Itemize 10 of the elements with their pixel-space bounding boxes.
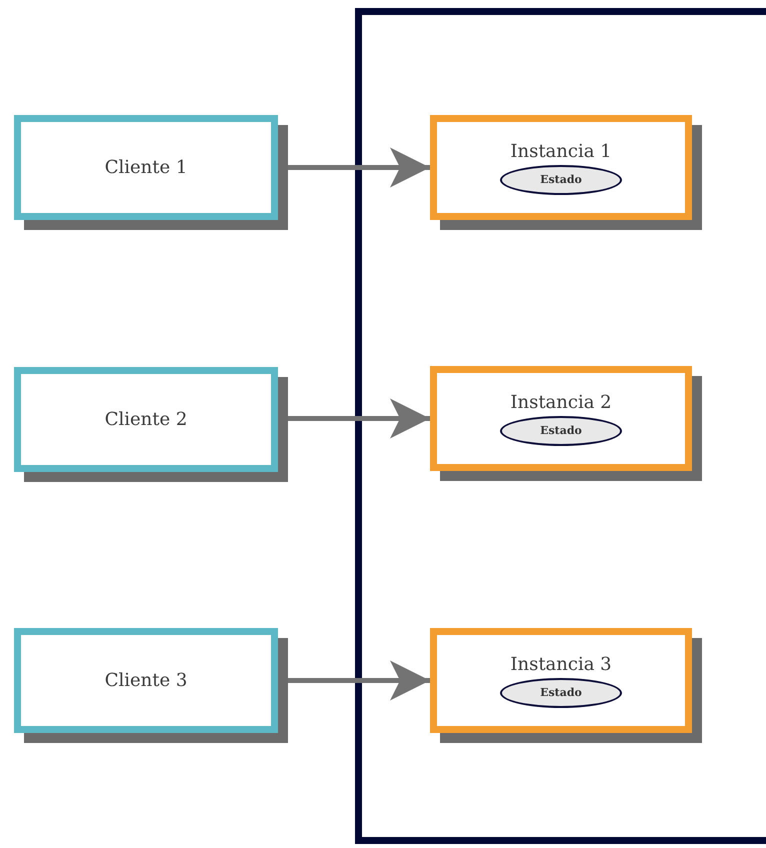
box-title: Cliente 3 [104, 670, 188, 691]
container-box [355, 8, 766, 844]
box-title: Cliente 2 [104, 409, 188, 430]
state-ellipse: Estado [500, 164, 622, 194]
box-title: Instancia 2 [510, 392, 612, 412]
box-title: Instancia 3 [510, 654, 612, 674]
state-ellipse: Estado [500, 416, 622, 446]
box-title: Cliente 1 [104, 157, 188, 178]
state-ellipse: Estado [500, 678, 622, 708]
box-title: Instancia 1 [510, 140, 612, 162]
